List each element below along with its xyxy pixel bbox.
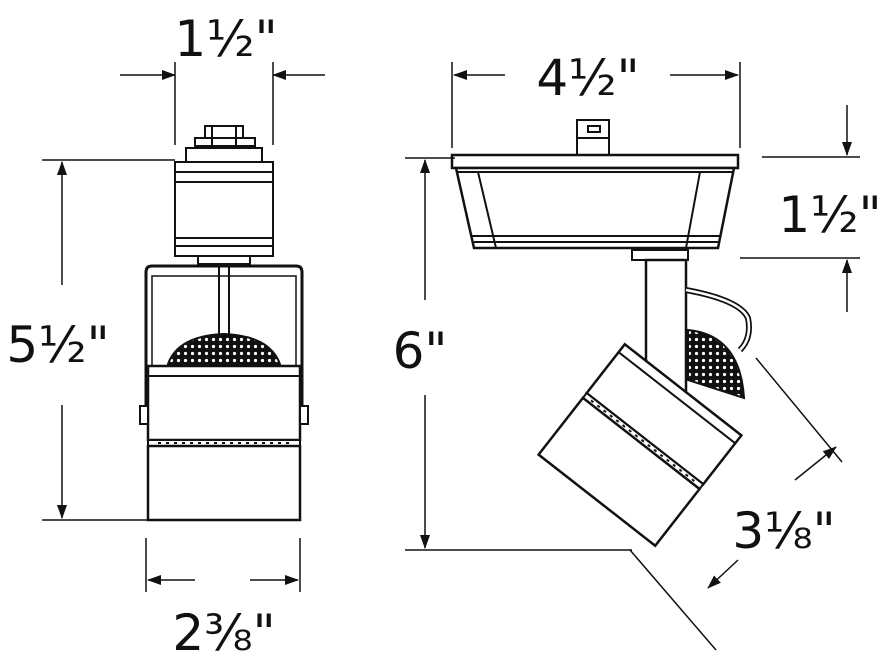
side-connector	[576, 119, 610, 156]
front-bottom-width-label: 2⅜"	[172, 604, 275, 662]
side-view	[450, 119, 752, 548]
side-dimension-lines	[405, 62, 860, 651]
canopy-height-label: 1½"	[778, 186, 881, 244]
side-canopy	[450, 153, 740, 250]
front-adapter	[174, 161, 274, 265]
head-length-label: 3⅛"	[732, 502, 835, 560]
side-dome	[687, 328, 746, 400]
front-yoke	[144, 264, 304, 420]
front-dimension-lines	[42, 62, 325, 592]
side-lamp-head	[536, 342, 744, 548]
front-view	[139, 125, 309, 522]
front-lamp-head	[139, 364, 309, 522]
front-stem	[218, 263, 230, 337]
side-top-width-label: 4½"	[536, 49, 639, 107]
front-connector	[185, 125, 263, 163]
front-top-width-label: 1½"	[174, 10, 277, 68]
front-height-label: 5½"	[6, 316, 109, 374]
side-height-label: 6"	[393, 322, 448, 380]
front-dome	[164, 332, 284, 373]
